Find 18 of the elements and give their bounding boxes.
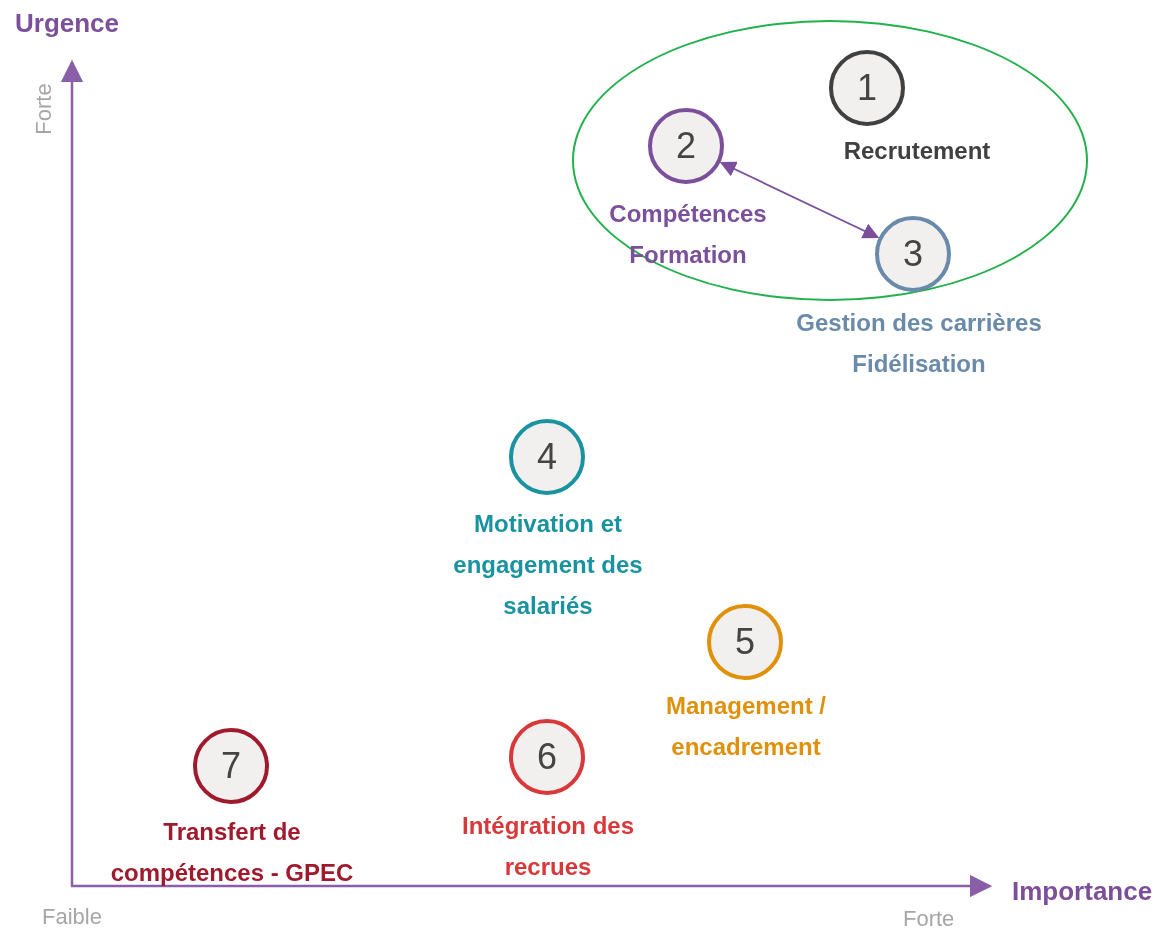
number-circle: 6 (509, 719, 585, 795)
topic-label: Recrutement (842, 136, 992, 166)
axis-start-label: Faible (42, 904, 102, 930)
axis-end-label: Forte (903, 906, 955, 932)
topic-label: Gestion des carrières Fidélisation (795, 308, 1043, 379)
topic-label: Motivation et engagement des salariés (452, 509, 644, 621)
double-arrow (719, 161, 880, 239)
axis-title: Importance (1012, 876, 1153, 907)
number-circle: 4 (509, 419, 585, 495)
topic-label: Management / encadrement (665, 691, 827, 762)
axis-end-label: Forte (30, 83, 57, 135)
number-circle: 5 (707, 604, 783, 680)
topic-label: Transfert de compétences - GPEC (109, 817, 355, 888)
topic-label: Intégration des recrues (461, 811, 635, 882)
number-circle: 2 (648, 108, 724, 184)
number-circle: 7 (193, 728, 269, 804)
axis-title: Urgence (15, 8, 120, 39)
number-circle: 1 (829, 50, 905, 126)
